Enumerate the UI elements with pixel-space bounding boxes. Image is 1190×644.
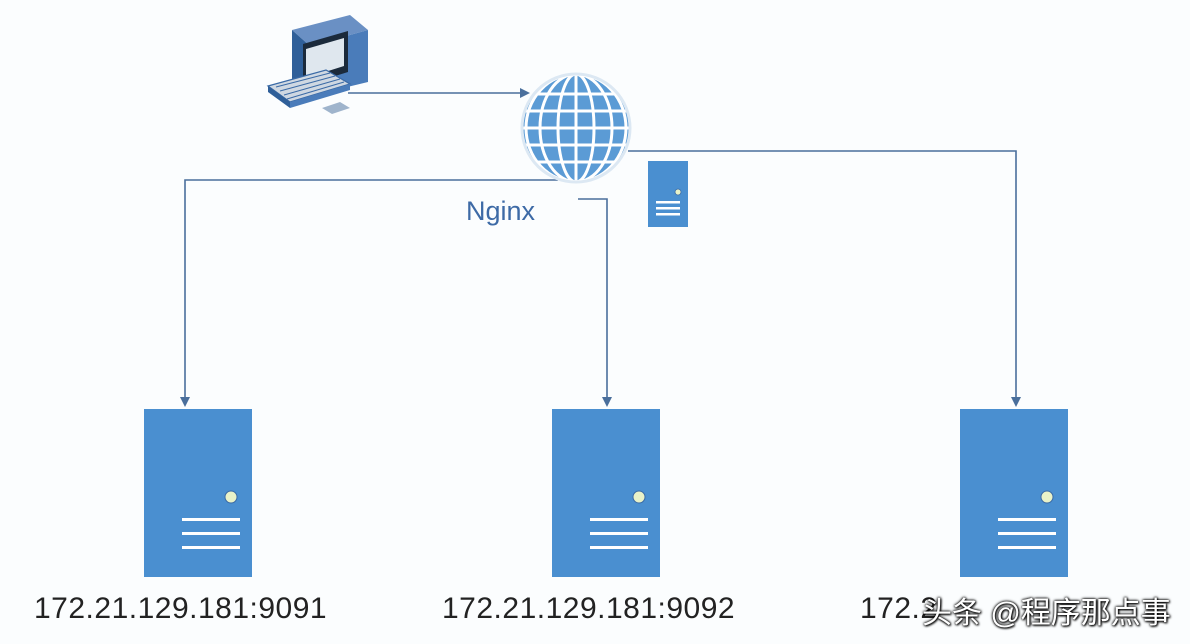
watermark: 头条 @程序那点事 — [922, 597, 1171, 630]
nginx-server-icon — [648, 161, 688, 227]
globe-icon — [520, 72, 632, 184]
server-3-address: 172.2 — [860, 592, 938, 625]
server-icon — [552, 409, 660, 577]
connector-nginx-to-server-2 — [578, 198, 612, 407]
connector-nginx-to-server-1 — [180, 179, 558, 407]
server-1-address: 172.21.129.181:9091 — [34, 592, 328, 625]
connectors — [180, 88, 1021, 407]
nginx-label: Nginx — [466, 196, 536, 226]
server-icon — [960, 409, 1068, 577]
server-2-address: 172.21.129.181:9092 — [442, 592, 736, 625]
connector-nginx-to-server-3 — [628, 150, 1021, 407]
desktop-computer-icon — [266, 15, 368, 114]
server-icon — [144, 409, 252, 577]
